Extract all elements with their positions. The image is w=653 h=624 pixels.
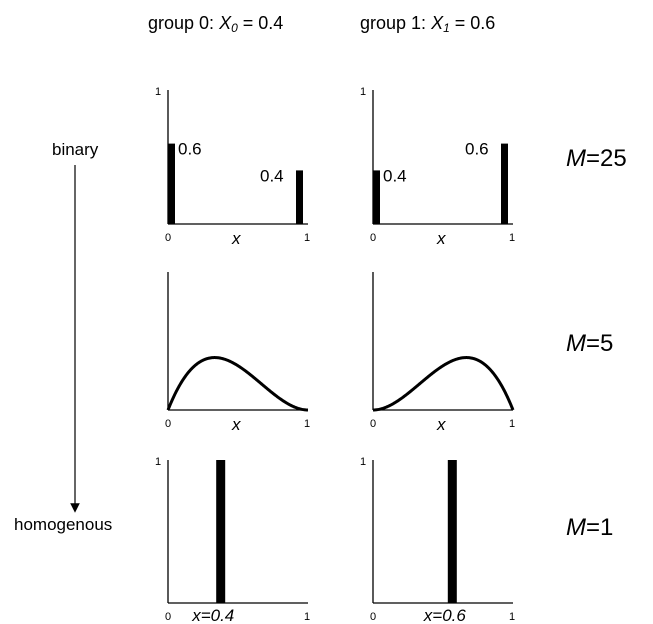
x-axis-label-r0-c1: x	[436, 229, 446, 248]
x-min-tick-label-r1-c0: 0	[165, 418, 171, 430]
bar-label-r0-c1-1: 0.6	[465, 140, 489, 159]
density-curve-r1-c0	[166, 356, 309, 412]
x-min-tick-label-r1-c1: 0	[370, 418, 376, 430]
bar-r0-c1-1	[501, 143, 508, 224]
x-max-tick-label-r0-c1: 1	[509, 232, 515, 244]
m-label-row-3: M=1	[566, 514, 614, 541]
bar-r0-c0-1	[296, 170, 303, 224]
bar-r0-c1-0	[373, 170, 380, 224]
density-curve-r1-c1	[372, 356, 515, 412]
bar-label-r0-c0-1: 0.4	[260, 166, 284, 185]
m-label-row-1: M=25	[566, 145, 627, 172]
m-label-row-2: M=5	[566, 330, 614, 357]
y-max-tick-label-r2-c0: 1	[155, 456, 161, 468]
x-max-tick-label-r2-c0: 1	[304, 611, 310, 623]
bar-label-r0-c1-0: 0.4	[383, 166, 407, 185]
x-min-tick-label-r0-c1: 0	[370, 232, 376, 244]
spike-bar-r2-c0	[216, 460, 226, 603]
spike-bar-r2-c1	[447, 460, 457, 603]
x-max-tick-label-r1-c0: 1	[304, 418, 310, 430]
x-max-tick-label-r1-c1: 1	[509, 418, 515, 430]
spike-label-r2-c0: x=0.4	[191, 606, 234, 624]
x-min-tick-label-r2-c1: 0	[370, 611, 376, 623]
column-title-group-0: group 0: X0 = 0.4	[148, 13, 284, 35]
y-max-tick-label-r0-c1: 1	[360, 86, 366, 98]
x-min-tick-label-r2-c0: 0	[165, 611, 171, 623]
spike-label-r2-c1: x=0.6	[423, 606, 467, 624]
x-max-tick-label-r2-c1: 1	[509, 611, 515, 623]
x-max-tick-label-r0-c0: 1	[304, 232, 310, 244]
x-axis-label-r1-c1: x	[436, 415, 446, 434]
bar-r0-c0-0	[168, 143, 175, 224]
bar-label-r0-c0-0: 0.6	[178, 140, 202, 159]
binary-label: binary	[52, 140, 99, 159]
x-min-tick-label-r0-c0: 0	[165, 232, 171, 244]
y-max-tick-label-r2-c1: 1	[360, 456, 366, 468]
homogenous-label: homogenous	[14, 515, 113, 534]
x-axis-label-r1-c0: x	[231, 415, 241, 434]
x-axis-label-r0-c0: x	[231, 229, 241, 248]
y-max-tick-label-r0-c0: 1	[155, 86, 161, 98]
column-title-group-1: group 1: X1 = 0.6	[360, 13, 496, 35]
